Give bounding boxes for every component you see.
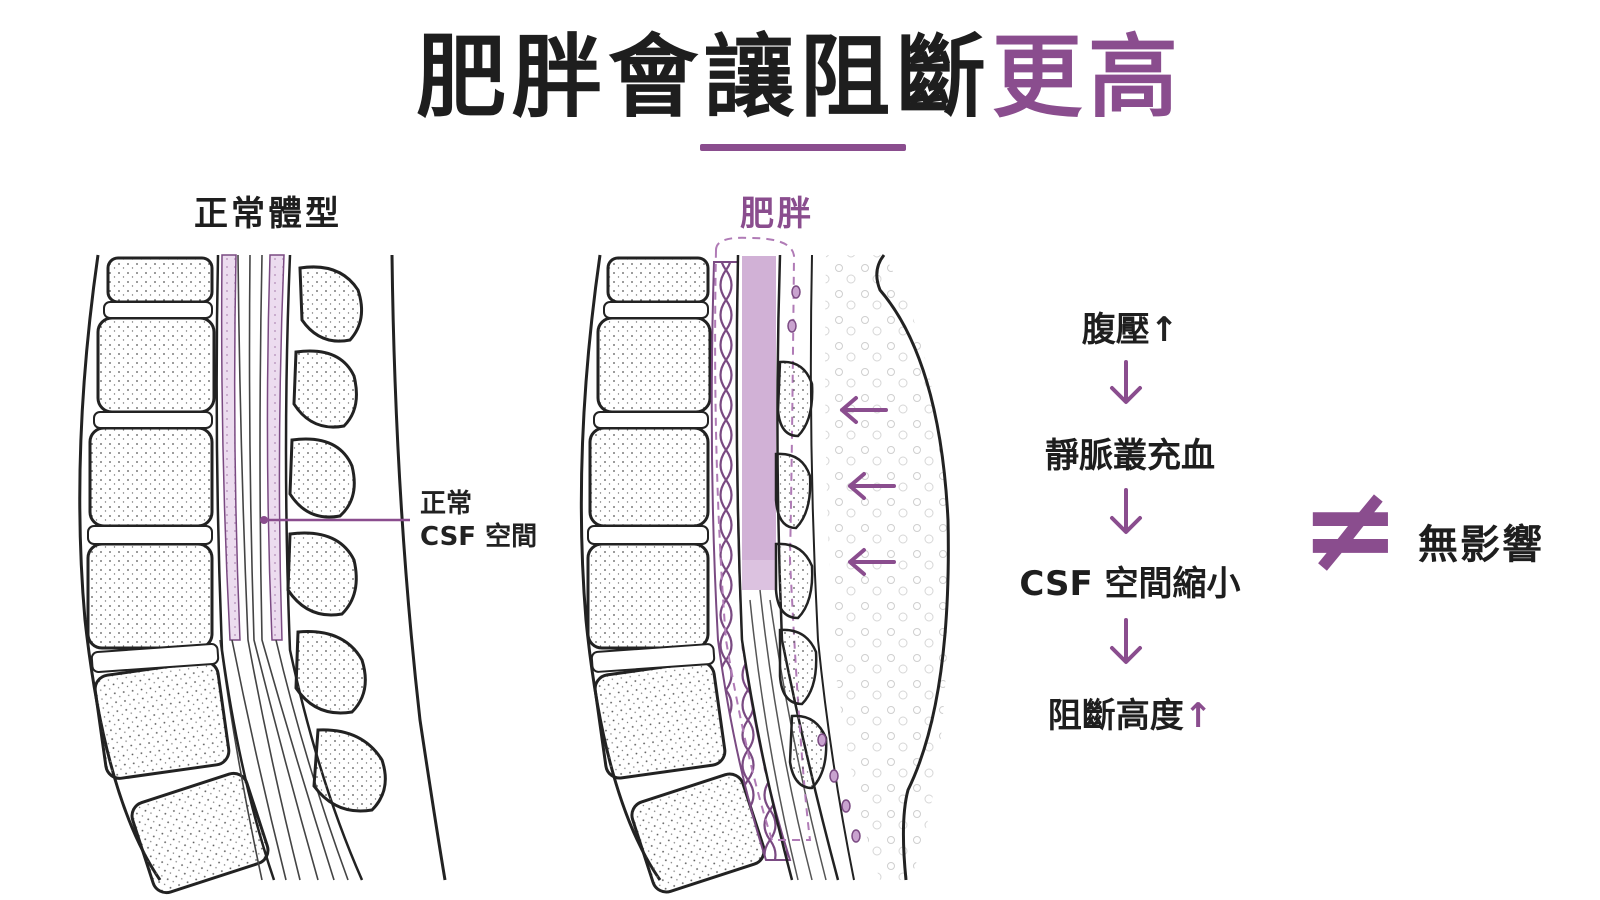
normal-spine bbox=[78, 254, 447, 895]
flow-step-4-text: 阻斷高度 bbox=[1047, 696, 1184, 736]
flow-step-1-text: 腹壓 bbox=[1081, 310, 1150, 350]
obese-spine bbox=[579, 236, 950, 894]
up-arrow-icon: ↑ bbox=[1183, 696, 1213, 736]
normal-panel-label: 正常體型 bbox=[194, 194, 342, 234]
flow-step-3: CSF 空間縮小 bbox=[940, 556, 1320, 605]
up-arrow-icon: ↑ bbox=[1149, 310, 1179, 350]
obese-panel-label: 肥胖 bbox=[740, 194, 814, 234]
flow-step-1: 腹壓↑ bbox=[940, 302, 1320, 351]
title-accent: 更高 bbox=[992, 25, 1184, 130]
flow-arrows bbox=[1110, 360, 1142, 664]
csf-annotation-line2: CSF 空間 bbox=[420, 521, 538, 552]
title-underline bbox=[700, 144, 906, 151]
flow-step-2: 靜脈叢充血 bbox=[940, 428, 1320, 477]
csf-annotation-line1: 正常 bbox=[420, 489, 473, 519]
csf-annotation: 正常 CSF 空間 bbox=[420, 488, 537, 553]
conclusion-text: 無影響 bbox=[1418, 522, 1544, 568]
page-title: 肥胖會讓阻斷更高 bbox=[0, 28, 1600, 127]
not-equal-icon: ≠ bbox=[1300, 460, 1401, 599]
title-main: 肥胖會讓阻斷 bbox=[416, 25, 992, 130]
flow-step-2-text: 靜脈叢充血 bbox=[1045, 436, 1215, 476]
flow-step-4: 阻斷高度↑ bbox=[940, 688, 1320, 737]
flow-step-3-text: CSF 空間縮小 bbox=[1019, 564, 1241, 604]
